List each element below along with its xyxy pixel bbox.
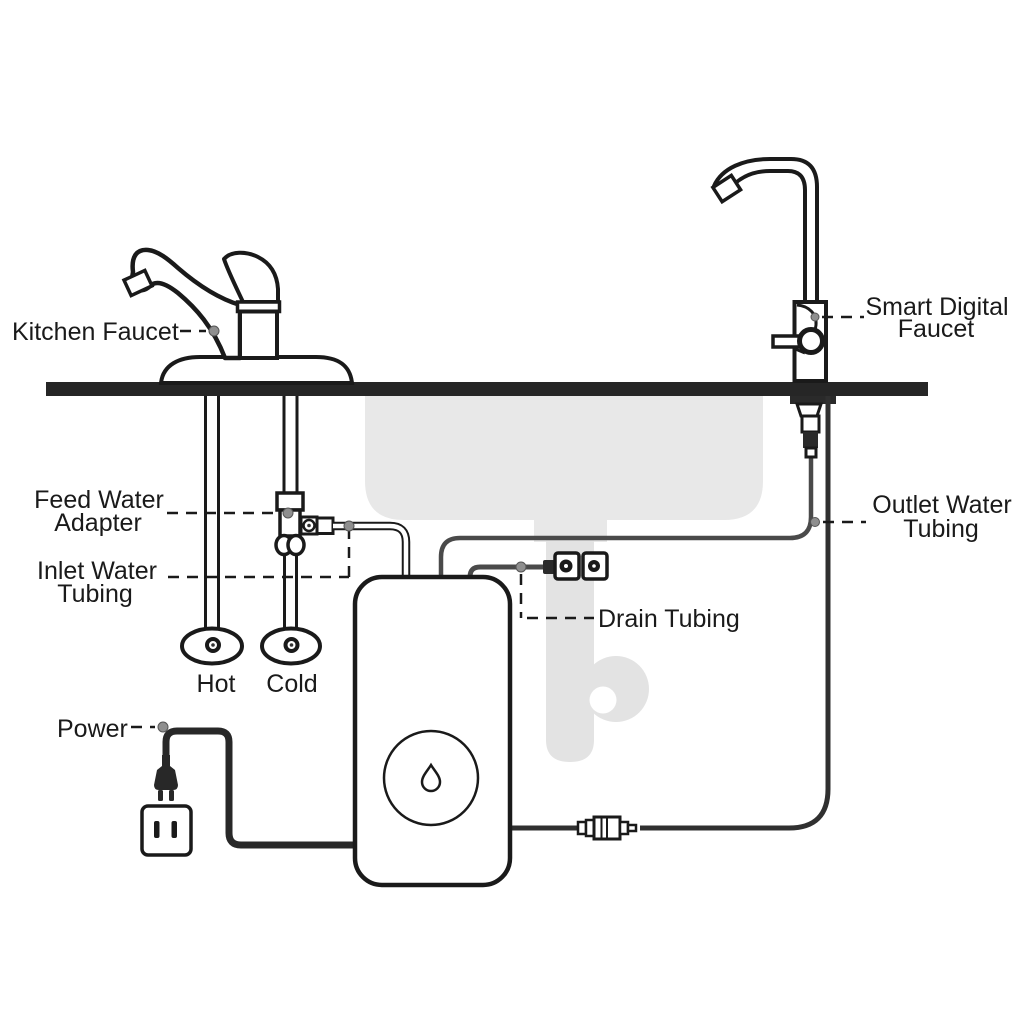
faucet-handle	[222, 250, 280, 304]
faucet-cable	[510, 396, 831, 841]
plug-body	[154, 755, 178, 790]
power-label: Power	[57, 715, 128, 743]
kitchen-faucet-label: Kitchen Faucet	[12, 318, 179, 346]
plug-prong-right	[169, 790, 174, 801]
shank-upper	[800, 414, 821, 434]
clamp-inlet-stub	[543, 560, 555, 574]
smart-digital-faucet-label-line1: Smart Digital	[865, 293, 1008, 321]
clamp-bolt-right-hole	[592, 564, 596, 568]
smart-faucet-anchor-dot	[810, 312, 820, 322]
clamp-bolt-left-hole	[564, 564, 568, 568]
mounting-nut	[790, 396, 836, 404]
feed-adapter-anchor-dot	[282, 507, 294, 519]
drain-tubing-leader	[519, 574, 594, 620]
shank-tip	[804, 446, 818, 459]
inlet-water-tubing-label-line2: Tubing	[57, 580, 133, 608]
inlet-tubing-anchor-dot	[343, 520, 355, 532]
faucet-body	[238, 309, 279, 360]
adapter-lower-nut-right	[286, 533, 306, 557]
shutoff-valves	[180, 626, 322, 666]
cold-label: Cold	[266, 670, 317, 698]
connector-ridges	[600, 818, 608, 838]
sink-basin	[365, 396, 763, 542]
hot-valve-dot	[211, 643, 215, 647]
cable-from-faucet	[640, 396, 831, 831]
kitchen-faucet-anchor-dot	[208, 325, 220, 337]
cold-valve-dot	[289, 643, 294, 647]
shank-dark-section	[803, 432, 818, 448]
mounting-cone	[794, 402, 824, 418]
outlet-faceplate	[140, 804, 193, 857]
smart-faucet-lever	[771, 334, 803, 349]
adapter-coupling-nut	[275, 491, 305, 512]
outlet-tubing-anchor-dot	[810, 517, 820, 527]
inlet-tubing-leader	[168, 531, 351, 579]
cold-supply-pipe	[282, 396, 299, 630]
faucet-spout-tip	[710, 173, 744, 205]
smart-digital-faucet	[710, 157, 836, 459]
sink-bowl	[365, 396, 763, 520]
feed-water-adapter-label-line2: Adapter	[54, 509, 142, 537]
smart-digital-faucet-label-line2: Faucet	[898, 315, 974, 343]
inlet-water-tubing-label-line1: Inlet Water	[37, 557, 157, 585]
inlet-water-tube	[333, 521, 411, 590]
kitchen-faucet	[121, 247, 355, 385]
drain-pipe	[546, 540, 594, 762]
outlet-slot-left	[154, 821, 160, 838]
inlet-tube-core	[333, 523, 409, 590]
filter-unit	[352, 574, 513, 888]
drain-saddle-clamp	[543, 551, 609, 581]
cable-connector	[576, 815, 638, 841]
faucet-escutcheon	[158, 355, 355, 385]
outlet-water-tube	[438, 456, 814, 590]
adapter-outlet-fitting	[315, 516, 335, 535]
connector-tip	[626, 823, 638, 833]
power-anchor-dot	[157, 721, 169, 733]
outlet-slot-right	[171, 821, 177, 838]
trap-loop	[583, 656, 649, 722]
diagram-labels: Kitchen Faucet Smart Digital Faucet Feed…	[12, 293, 1012, 743]
outlet-water-tubing-label-line2: Tubing	[903, 515, 979, 543]
countertop	[46, 382, 928, 396]
outlet-water-tubing-label-line1: Outlet Water	[872, 491, 1011, 519]
adapter-valve-center	[307, 523, 311, 528]
drain-tubing-label: Drain Tubing	[598, 605, 740, 633]
power-outlet	[140, 804, 193, 857]
smart-faucet-dial	[797, 327, 825, 355]
plug-prong-left	[158, 790, 163, 801]
power-cord	[162, 727, 370, 849]
faucet-aerator	[121, 268, 155, 298]
hot-label: Hot	[197, 670, 236, 698]
drain-pipe-trap	[546, 540, 649, 762]
power-plug	[154, 755, 178, 801]
power-assembly	[140, 727, 370, 857]
feed-water-adapter-label-line1: Feed Water	[34, 486, 164, 514]
trap-loop-hole	[589, 686, 617, 714]
drain-tubing-anchor-dot	[515, 561, 527, 573]
feed-water-adapter	[274, 491, 335, 557]
water-drop-icon	[420, 762, 442, 793]
leader-lines	[131, 312, 866, 733]
